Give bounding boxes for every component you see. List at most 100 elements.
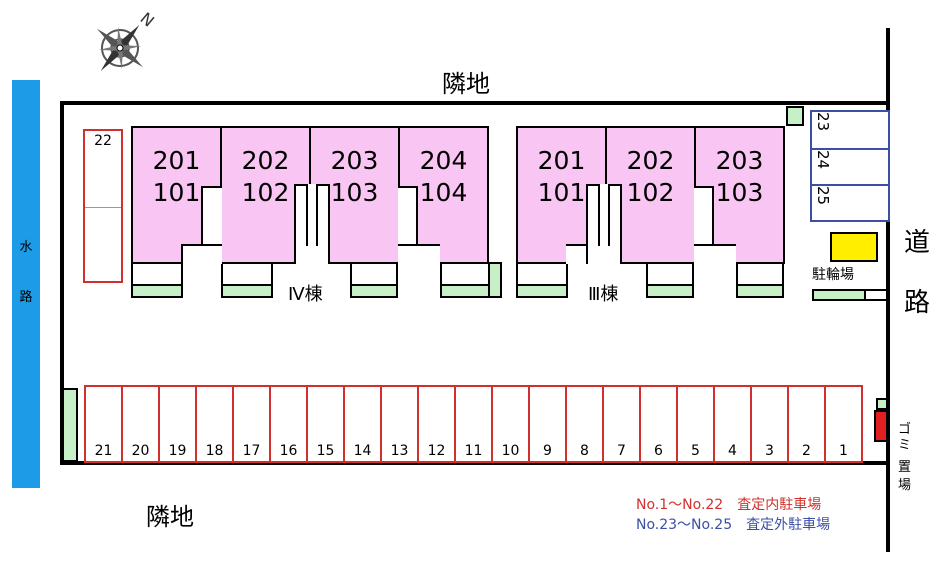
stair-notch [598,184,610,246]
parking-slot-label: 12 [427,443,446,459]
building-iii-wing-2 [646,262,694,286]
parking-slot: 20 [121,385,160,463]
parking-slot: 16 [269,385,308,463]
unit-lower-number: 101 [537,178,586,207]
parking-slot: 2 [787,385,826,463]
road-char-1: 道 [904,228,931,258]
unit-upper-number: 204 [419,146,468,175]
parking-slot-22-label: 22 [94,133,112,149]
unit-lower-number: 102 [626,178,675,207]
neighbor-top-label: 隣地 [442,70,490,98]
stair-notch [201,186,222,246]
unit-upper-number: 202 [626,146,675,175]
parking-slot-label: 10 [501,443,520,459]
garden [876,398,888,410]
stair-notch [398,244,440,264]
parking-slot: 15 [306,385,345,463]
stair-notch [694,244,736,264]
parking-slot: 18 [195,385,234,463]
parking-slot-label: 20 [131,443,150,459]
garbage-area [874,410,888,442]
unit-upper-number: 203 [330,146,379,175]
garbage-label-4: 場 [898,478,912,493]
stair-notch [306,184,318,246]
garbage-label-2: ミ [898,438,912,453]
garbage-label-1: ゴ [898,422,912,437]
building-iii-wing-3 [736,262,784,286]
parking-slot: 14 [343,385,382,463]
waterway-char-2: 路 [19,290,33,305]
parking-slot-23: 23 [810,110,890,150]
parking-slot: 10 [491,385,530,463]
waterway-char-1: 水 [19,240,33,255]
parking-slot-label: 19 [168,443,187,459]
parking-slot: 5 [676,385,715,463]
garden [646,284,694,298]
parking-slot-24: 24 [810,148,890,186]
building-iv-wing-2 [221,262,273,286]
parking-slot: 11 [454,385,493,463]
compass-north-label: N [137,9,158,31]
parking-slot-25: 25 [810,184,890,222]
building-iv-wing-3 [350,262,398,286]
parking-slot-divider [85,207,121,208]
parking-slot: 1 [824,385,863,463]
parking-slot-label: 2 [802,443,811,459]
unit-lower-number: 103 [715,178,764,207]
garden [812,289,866,301]
parking-slot: 4 [713,385,752,463]
parking-slot: 8 [565,385,604,463]
parking-slot-label: 25 [814,186,832,206]
parking-slot-label: 11 [464,443,483,459]
garbage-label-3: 置 [898,460,912,475]
parking-slot: 7 [602,385,641,463]
garden-white [864,289,888,301]
parking-slot: 9 [528,385,567,463]
parking-slot-label: 6 [654,443,663,459]
unit-lower-number: 104 [419,178,468,207]
parking-slot-label: 24 [814,150,832,170]
unit-upper-number: 203 [715,146,764,175]
parking-slot: 12 [417,385,456,463]
parking-slot-label: 8 [580,443,589,459]
unit-lower-number: 103 [330,178,379,207]
garden [350,284,398,298]
building-iv-label: Ⅳ棟 [288,280,323,306]
parking-slot-label: 18 [205,443,224,459]
bicycle-parking-label: 駐輪場 [812,267,854,283]
waterway: 水 路 [12,80,40,488]
parking-slot-label: 21 [94,443,113,459]
neighbor-bottom-label: 隣地 [146,503,194,531]
parking-slot: 17 [232,385,271,463]
parking-slot: 3 [750,385,789,463]
parking-slot-label: 17 [242,443,261,459]
stair-notch [398,186,418,246]
garden [221,284,273,298]
parking-slot-label: 7 [617,443,626,459]
parking-slot-label: 5 [691,443,700,459]
unit-lower-number: 102 [241,178,290,207]
parking-slot-label: 23 [814,112,832,132]
parking-slot-label: 3 [765,443,774,459]
lot-boundary [60,101,890,465]
garden [131,284,183,298]
parking-slot-label: 1 [839,443,848,459]
garden [736,284,784,298]
stair-notch [181,244,222,264]
parking-slot: 19 [158,385,197,463]
parking-slot-22: 22 [83,129,123,283]
road-char-2: 路 [904,288,931,318]
building-iii-wing-1 [516,262,568,286]
parking-slot-label: 9 [543,443,552,459]
unit-lower-number: 101 [152,178,201,207]
garden [786,106,804,126]
stair-notch [566,244,586,264]
bicycle-parking [830,232,878,262]
building-iv-wing-1 [131,262,183,286]
road-edge [886,28,890,552]
parking-slot-label: 4 [728,443,737,459]
parking-slot-label: 15 [316,443,335,459]
unit-upper-number: 201 [152,146,201,175]
legend-outside: No.23～No.25 査定外駐車場 [636,517,831,533]
garden [62,388,78,462]
